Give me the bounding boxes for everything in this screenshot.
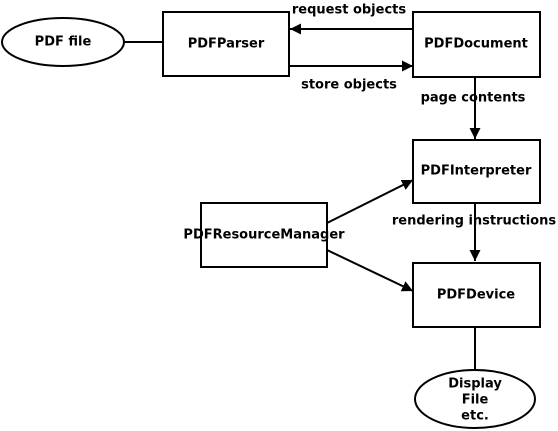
node-output-line-1: Display (448, 377, 502, 392)
node-pdf-interpreter: PDFInterpreter (412, 139, 541, 204)
node-pdf-document-label: PDFDocument (424, 37, 528, 52)
edge-label-page-contents: page contents (421, 91, 526, 106)
node-output-line-3: etc. (461, 409, 489, 424)
node-pdf-file: PDF file (1, 17, 125, 67)
node-pdf-resource-manager: PDFResourceManager (183, 202, 345, 268)
node-output-line-2: File (462, 393, 489, 408)
node-pdf-device: PDFDevice (412, 262, 541, 328)
edge-resourcemanager-interpreter-arrow (326, 179, 414, 224)
node-output: Display File etc. (414, 369, 536, 429)
node-pdf-resource-manager-label: PDFResourceManager (183, 228, 345, 243)
edge-label-rendering-instructions: rendering instructions (392, 214, 556, 229)
edge-label-request-objects: request objects (292, 3, 407, 18)
node-pdf-parser-label: PDFParser (188, 37, 265, 52)
node-pdf-device-label: PDFDevice (437, 288, 515, 303)
edge-label-store-objects: store objects (301, 78, 397, 93)
node-pdf-file-label: PDF file (35, 35, 92, 50)
edge-resourcemanager-device-arrow (326, 249, 414, 292)
node-pdf-document: PDFDocument (412, 11, 541, 78)
node-pdf-interpreter-label: PDFInterpreter (421, 164, 532, 179)
node-pdf-parser: PDFParser (162, 11, 290, 77)
